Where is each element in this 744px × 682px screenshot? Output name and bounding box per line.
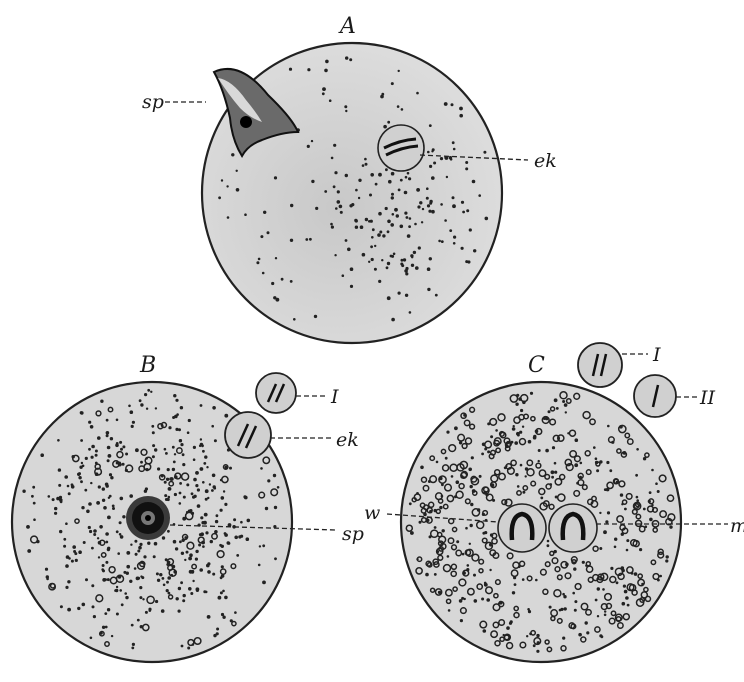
sperm-nucleus xyxy=(240,116,252,128)
label-ii-c: II xyxy=(699,387,716,409)
label-sp-b: sp xyxy=(342,523,364,545)
label-ek-a: ek xyxy=(534,150,557,172)
label-ek-b: ek xyxy=(336,429,359,451)
panel-c: C w m I II xyxy=(364,343,744,662)
label-i-b: I xyxy=(330,386,339,408)
label-m-c: m xyxy=(730,515,744,537)
egg-nucleus-b xyxy=(225,412,271,458)
panel-a: A sp ek xyxy=(142,14,557,343)
label-i-c: I xyxy=(652,344,661,366)
polar-body-1-c xyxy=(578,343,622,387)
pronucleus-male-c xyxy=(549,504,597,552)
polar-body-1-b xyxy=(256,373,296,413)
label-w-c: w xyxy=(364,502,380,524)
egg-nucleus-a xyxy=(378,125,424,171)
pronucleus-female-c xyxy=(498,504,546,552)
label-sp-a: sp xyxy=(142,91,164,113)
panel-c-title: C xyxy=(528,353,545,378)
polar-body-2-c xyxy=(634,375,676,417)
panel-a-title: A xyxy=(338,14,356,39)
panel-b: B sp I ek xyxy=(12,353,364,662)
sperm-aster-b xyxy=(126,496,170,540)
panel-b-title: B xyxy=(139,353,156,378)
